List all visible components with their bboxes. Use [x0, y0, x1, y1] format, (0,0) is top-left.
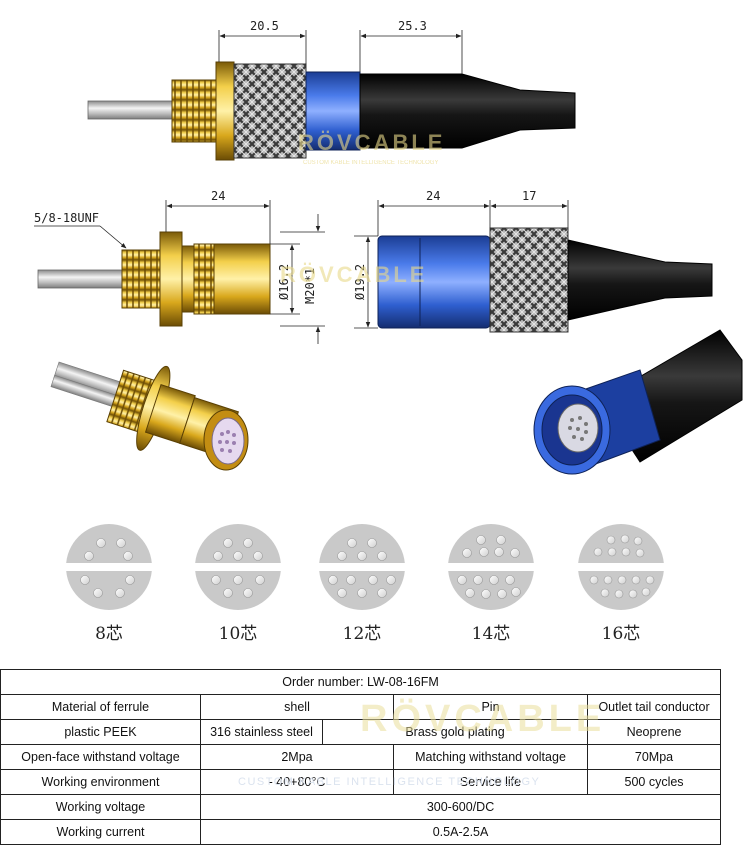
table-cell: Outlet tail conductor: [586, 694, 722, 720]
table-cell: Working voltage: [0, 794, 201, 820]
table-cell: 0.5A-2.5A: [199, 819, 722, 845]
table-cell: Working current: [0, 819, 201, 845]
plug-3d-render: [533, 329, 743, 475]
table-cell: 316 stainless steel: [200, 719, 323, 745]
table-row: Open-face withstand voltage 2Mpa Matchin…: [0, 744, 722, 770]
pin-label-16: 16芯: [602, 624, 641, 644]
table-row: Material of ferrule shell Pin Outlet tai…: [0, 694, 722, 720]
dim-dia-19: Ø19.2: [353, 264, 367, 300]
pin-layout-12: 12芯: [319, 524, 405, 644]
table-cell: 2Mpa: [200, 744, 394, 770]
table-cell: 300-600/DC: [199, 794, 722, 820]
dim-mid-right-length: 24: [426, 189, 440, 203]
top-assembly: 20.5 25.3 RÖVCABLE CUSTOM KABLE INTELLIG…: [87, 19, 576, 166]
table-cell: Pin: [393, 694, 588, 720]
watermark-brand-top: RÖVCABLE: [298, 130, 445, 155]
table-row: Order number: LW-08-16FM: [0, 669, 722, 695]
table-cell: 500 cycles: [586, 769, 722, 795]
table-row: plastic PEEK 316 stainless steel Brass g…: [0, 719, 722, 745]
pin-layout-14: 14芯: [448, 524, 534, 644]
pin-layout-16: 16芯: [578, 524, 664, 644]
dim-dia-16: Ø16.2: [277, 264, 291, 300]
table-cell: Brass gold plating: [322, 719, 588, 745]
watermark-tagline-top: CUSTOM KABLE INTELLIGENCE TECHNOLOGY: [303, 160, 438, 166]
table-cell: shell: [200, 694, 394, 720]
watermark-brand-mid: RÖVCABLE: [280, 262, 427, 287]
table-cell: Neoprene: [586, 719, 722, 745]
pin-label-12: 12芯: [343, 624, 382, 644]
receptacle-side-view: 24 5/8-18UNF Ø16.2 M20*1: [34, 189, 325, 344]
table-cell: - 40+80°C: [200, 769, 394, 795]
table-row: Working voltage 300-600/DC: [0, 794, 722, 820]
table-cell: Material of ferrule: [0, 694, 201, 720]
table-row: Working current 0.5A-2.5A: [0, 819, 722, 845]
table-cell: Service life: [393, 769, 588, 795]
dim-top-tail: 25.3: [398, 19, 427, 33]
table-row: Working environment - 40+80°C Service li…: [0, 769, 722, 795]
order-number: Order number: LW-08-16FM: [0, 669, 722, 695]
connector-drawing: 20.5 25.3 RÖVCABLE CUSTOM KABLE INTELLIG…: [34, 19, 743, 644]
table-cell: Working environment: [0, 769, 201, 795]
table-cell: Open-face withstand voltage: [0, 744, 201, 770]
spec-table: Order number: LW-08-16FM Material of fer…: [0, 669, 722, 845]
table-cell: plastic PEEK: [0, 719, 201, 745]
dim-thread-unf: 5/8-18UNF: [34, 211, 99, 225]
table-cell: 70Mpa: [586, 744, 722, 770]
plug-side-view: 24 17 Ø19.2 RÖVCABLE: [280, 189, 713, 333]
dim-top-shell: 20.5: [250, 19, 279, 33]
dim-thread-m20: M20*1: [303, 268, 317, 304]
pin-layout-10: 10芯: [195, 524, 281, 644]
pin-label-10: 10芯: [219, 624, 258, 644]
pin-layout-8: 8芯: [66, 524, 152, 644]
receptacle-3d-render: [50, 361, 249, 471]
table-cell: Matching withstand voltage: [393, 744, 588, 770]
dim-knurl-17: 17: [522, 189, 536, 203]
pin-label-8: 8芯: [95, 624, 123, 644]
pin-layout-row: 8芯 10芯 12芯: [66, 524, 664, 644]
dim-mid-left-length: 24: [211, 189, 225, 203]
pin-label-14: 14芯: [472, 624, 511, 644]
